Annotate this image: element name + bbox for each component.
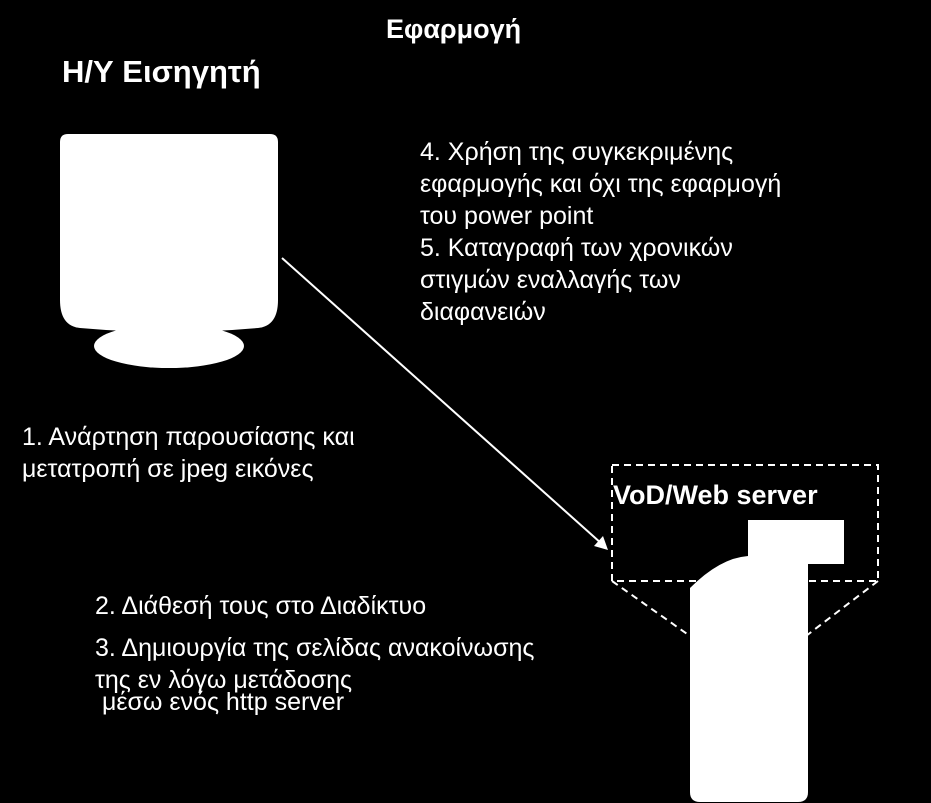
step45-line: 5. Καταγραφή των χρονικών xyxy=(420,234,733,262)
connection-arrow xyxy=(281,257,608,550)
step45-line: 4. Χρήση της συγκεκριμένης xyxy=(420,138,734,166)
presenter-pc-icon xyxy=(60,134,278,368)
step1-line: μετατροπή σε jpeg εικόνες xyxy=(22,455,314,483)
step-2-text: 2. Διάθεσή τους στο Διαδίκτυο μέσω ενός … xyxy=(95,526,426,750)
presenter-pc-title: Η/Υ Εισηγητή xyxy=(62,54,261,89)
server-label: VoD/Web server xyxy=(613,480,818,510)
step45-line: του power point xyxy=(420,202,594,230)
step1-line: 1. Ανάρτηση παρουσίασης και xyxy=(22,423,355,451)
step45-line: διαφανειών xyxy=(420,298,546,326)
step3-line: 3. Δημιουργία της σελίδας ανακοίνωσης xyxy=(95,634,535,662)
step-1-text: 1. Ανάρτηση παρουσίασης και μετατροπή σε… xyxy=(22,421,355,485)
step45-line: στιγμών εναλλαγής των xyxy=(420,266,681,294)
server-tower-icon xyxy=(690,520,844,802)
step2-line: μέσω ενός http server xyxy=(95,688,345,716)
application-title: Εφαρμογή xyxy=(386,14,522,44)
step45-line: εφαρμογής και όχι της εφαρμογή xyxy=(420,170,782,198)
step-3-text: 3. Δημιουργία της σελίδας ανακοίνωσης τη… xyxy=(95,632,534,696)
server-zoom-frame xyxy=(611,464,879,637)
step3-line: της εν λόγω μετάδοσης xyxy=(95,666,353,694)
step2-line: 2. Διάθεσή τους στο Διαδίκτυο xyxy=(95,592,427,620)
steps-4-5-text: 4. Χρήση της συγκεκριμένης εφαρμογής και… xyxy=(420,136,781,328)
